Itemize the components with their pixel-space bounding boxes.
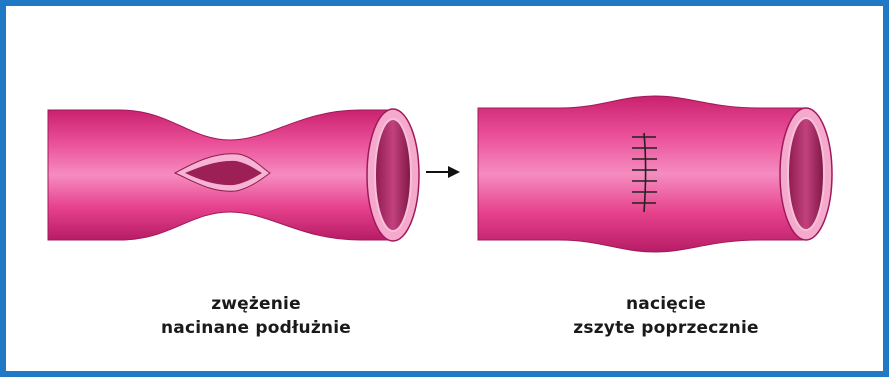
caption-stenosis-line2: nacinane podłużnie	[156, 316, 356, 340]
caption-suture-line2: zszyte poprzecznie	[566, 316, 766, 340]
stenosed-vessel-lumen	[375, 119, 411, 231]
caption-stenosis: zwężenie nacinane podłużnie	[156, 292, 356, 340]
sutured-vessel-body	[478, 96, 805, 252]
caption-suture: nacięcie zszyte poprzecznie	[566, 292, 766, 340]
sutured-vessel-lumen	[788, 118, 824, 230]
sutured-vessel	[478, 96, 832, 252]
arrow-icon	[426, 166, 460, 178]
caption-suture-line1: nacięcie	[566, 292, 766, 316]
stenosed-vessel	[48, 109, 419, 241]
caption-stenosis-line1: zwężenie	[156, 292, 356, 316]
